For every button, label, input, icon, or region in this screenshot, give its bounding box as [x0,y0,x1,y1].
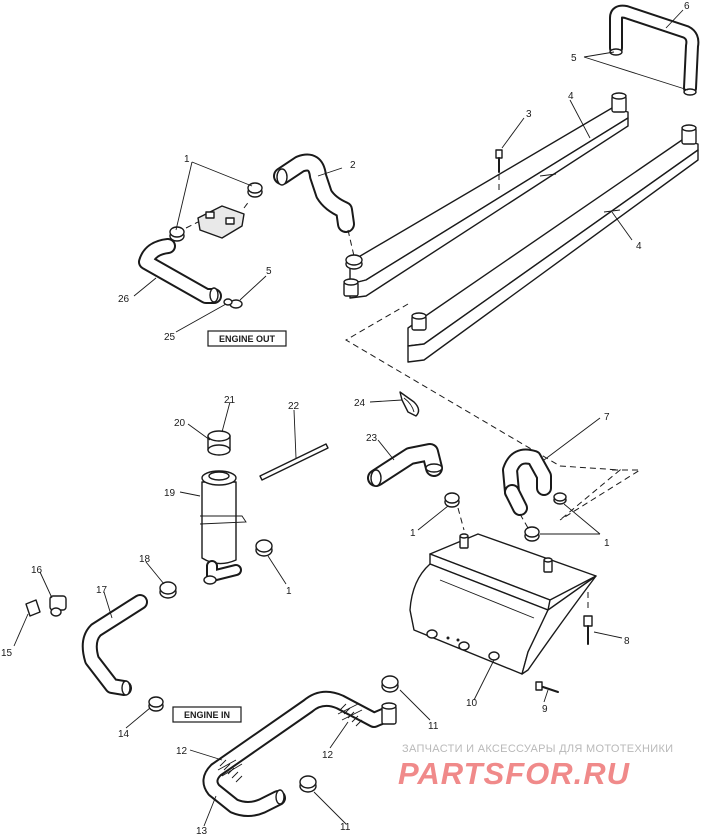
callout-3: 3 [526,109,532,120]
part-24-clip [399,391,420,417]
callout-15: 15 [1,648,13,659]
callout-13: 13 [196,826,208,836]
part-10-coolant-tank [409,533,597,675]
part-12-spring-upper [337,703,363,727]
part-4-heat-exchanger-upper [343,92,629,299]
callout-1: 1 [604,538,610,549]
part-13-return-hose [202,690,397,817]
callout-17: 17 [96,585,108,596]
callout-22: 22 [288,401,300,412]
part-clamp-exchanger [345,254,363,270]
callout-1: 1 [410,528,416,539]
callout-24: 24 [354,398,366,409]
callout-9: 9 [542,704,548,715]
callout-1: 1 [286,586,292,597]
callout-8: 8 [624,636,630,647]
part-25-small-clamp [223,298,243,309]
part-9-screw [535,681,559,693]
callout-numbers: 6 5 3 4 1 2 4 5 26 25 24 21 22 20 23 7 1… [1,1,690,836]
routing-dash-lines [345,303,642,521]
callout-6: 6 [684,1,690,12]
callout-21: 21 [224,395,236,406]
callout-18: 18 [139,554,151,565]
watermark-tagline: ЗАПЧАСТИ И АКСЕССУАРЫ ДЛЯ МОТОТЕХНИКИ [402,743,673,755]
part-16-fitting [49,595,67,617]
part-12-spring-lower [217,759,243,783]
part-4-heat-exchanger-lower [407,124,699,363]
engine-out-label: ENGINE OUT [207,330,287,347]
callout-4: 4 [636,241,642,252]
part-26-curved-hose [138,238,222,304]
part-23-elbow-hose [367,443,443,487]
part-1-clamp-tank-right [524,526,540,542]
leader-lines [13,9,689,827]
part-19-coolant-reservoir [199,470,247,585]
callout-1: 1 [184,154,190,165]
part-15-clip [25,599,41,617]
engine-in-label: ENGINE IN [172,706,242,723]
callout-10: 10 [466,698,478,709]
svg-text:ENGINE IN: ENGINE IN [184,710,230,720]
part-18-clamp [159,581,177,599]
callout-16: 16 [31,565,43,576]
callout-11: 11 [428,721,439,732]
part-1-clamp-reservoir [255,539,273,557]
callout-4: 4 [568,91,574,102]
callout-26: 26 [118,294,130,305]
part-7-u-hose [502,448,552,529]
callout-11: 11 [340,822,351,833]
callout-5: 5 [266,266,272,277]
part-1-clamp-hose-end [553,492,567,505]
thermostat-housing [185,199,251,239]
part-1-clamp-upper-left [169,226,185,242]
part-22-rod [259,443,329,481]
part-8-bolt [583,592,593,645]
callout-2: 2 [350,160,356,171]
watermark: ЗАПЧАСТИ И АКСЕССУАРЫ ДЛЯ МОТОТЕХНИКИ PA… [398,743,673,791]
callout-5: 5 [571,53,577,64]
part-2-elbow-hose [273,153,355,257]
callout-14: 14 [118,729,130,740]
callout-12: 12 [322,750,334,761]
part-20-cap [207,430,231,456]
callout-7: 7 [604,412,610,423]
part-6-bridge-hose [609,4,700,96]
part-14-clamp [148,696,164,712]
callout-12: 12 [176,746,188,757]
callout-20: 20 [174,418,186,429]
callout-23: 23 [366,433,378,444]
part-3-bleed-screw [495,149,503,194]
part-11-clamp-lower [299,775,317,793]
watermark-logo: PARTSFOR.RU [398,756,631,791]
callout-19: 19 [164,488,176,499]
svg-text:ENGINE OUT: ENGINE OUT [219,334,276,344]
part-1-clamp-tank-left [444,492,465,531]
part-17-curved-hose [81,594,148,696]
callout-25: 25 [164,332,176,343]
part-11-clamp-upper [381,675,399,693]
